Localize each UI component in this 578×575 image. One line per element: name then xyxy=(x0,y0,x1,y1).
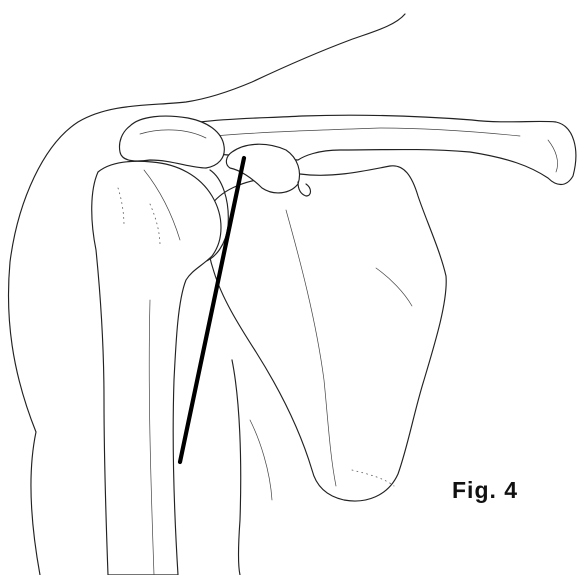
arm-contour-inner xyxy=(232,360,241,575)
figure-label: Fig. 4 xyxy=(452,477,518,504)
scapula xyxy=(207,166,446,501)
arm-contour-detail xyxy=(250,420,272,500)
